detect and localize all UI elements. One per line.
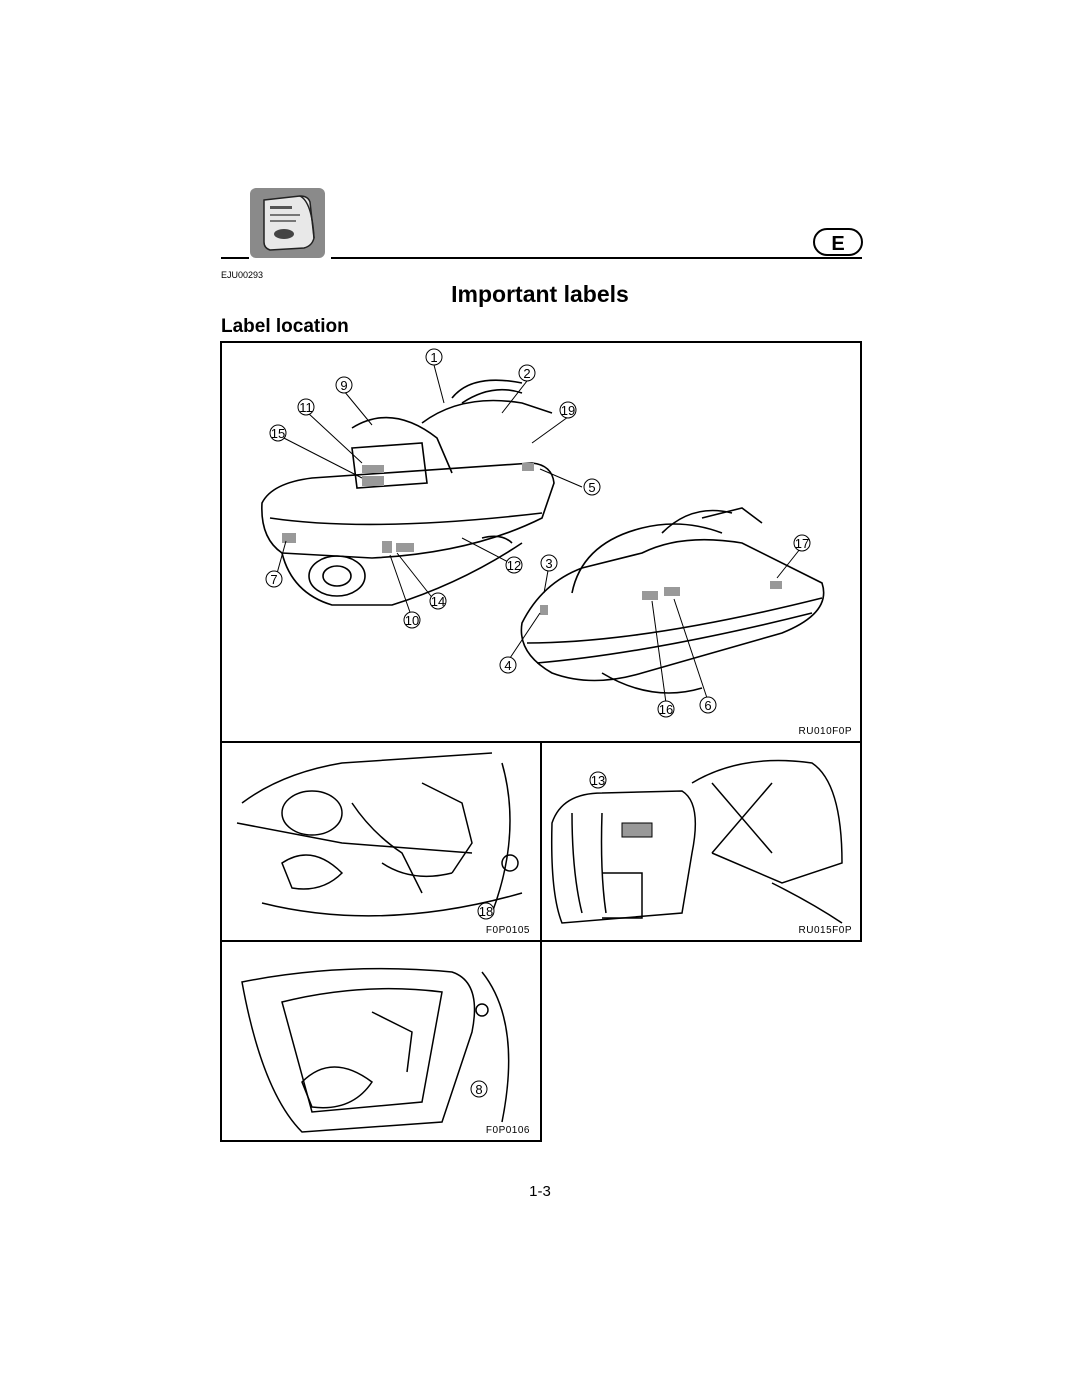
engine-compartment-illustration: 18 — [236, 752, 523, 920]
callout-1: 1 — [425, 348, 443, 366]
section-subtitle: Label location — [221, 316, 349, 337]
callout-2: 2 — [518, 364, 536, 382]
figure-seat-panel: 8 F0P0106 — [220, 940, 542, 1142]
svg-text:15: 15 — [271, 426, 285, 441]
page-title: Important labels — [451, 281, 629, 307]
svg-text:14: 14 — [431, 594, 445, 609]
svg-text:17: 17 — [795, 536, 809, 551]
svg-text:2: 2 — [523, 366, 530, 381]
callout-14: 14 — [429, 592, 447, 610]
figure-engine-panel: 18 F0P0105 — [220, 741, 542, 942]
callout-18: 18 — [477, 902, 495, 920]
callout-4: 4 — [499, 656, 517, 674]
callout-11: 11 — [297, 398, 315, 416]
callout-17: 17 — [793, 534, 811, 552]
callout-7: 7 — [265, 570, 283, 588]
figure-storage-panel: 13 RU015F0P — [540, 741, 862, 942]
figure-code-main: RU010F0P — [798, 726, 852, 737]
svg-text:12: 12 — [507, 558, 521, 573]
svg-text:3: 3 — [545, 556, 552, 571]
language-badge: E — [813, 228, 863, 256]
svg-text:1: 1 — [430, 350, 437, 365]
svg-text:13: 13 — [591, 773, 605, 788]
callout-15: 15 — [269, 424, 287, 442]
svg-text:7: 7 — [270, 572, 277, 587]
svg-text:10: 10 — [405, 613, 419, 628]
figure-code-seat: F0P0106 — [485, 1125, 530, 1136]
manual-book-icon — [250, 188, 325, 258]
svg-text:18: 18 — [479, 904, 493, 919]
callout-16: 16 — [657, 700, 675, 718]
svg-text:11: 11 — [299, 400, 313, 415]
header-rule-left — [221, 257, 249, 259]
svg-text:8: 8 — [475, 1082, 482, 1097]
callout-19: 19 — [559, 401, 577, 419]
callout-13: 13 — [589, 771, 607, 789]
callout-8: 8 — [470, 1080, 488, 1098]
figure-main-panel: 1 2 9 19 11 15 5 17 12 3 7 14 10 4 16 6 … — [220, 341, 862, 743]
callout-9: 9 — [335, 376, 353, 394]
svg-text:5: 5 — [588, 480, 595, 495]
page-number: 1-3 — [529, 1183, 551, 1200]
jet-ski-exterior-illustration: 1 2 9 19 11 15 5 17 12 3 7 14 10 4 16 6 — [261, 348, 825, 718]
figure-code-storage: RU015F0P — [798, 925, 852, 936]
header-rule-right — [331, 257, 862, 259]
storage-label-plate — [621, 822, 653, 838]
callout-10: 10 — [403, 611, 421, 629]
svg-text:4: 4 — [504, 658, 511, 673]
callout-12: 12 — [505, 556, 523, 574]
svg-text:9: 9 — [340, 378, 347, 393]
svg-text:16: 16 — [659, 702, 673, 717]
under-seat-illustration: 8 — [241, 967, 510, 1133]
storage-compartment-illustration: 13 — [550, 759, 843, 924]
section-code: EJU00293 — [221, 270, 264, 280]
callout-3: 3 — [540, 554, 558, 572]
svg-text:6: 6 — [704, 698, 711, 713]
callout-5: 5 — [583, 478, 601, 496]
svg-text:19: 19 — [561, 403, 575, 418]
figure-code-engine: F0P0105 — [485, 925, 530, 936]
callout-6: 6 — [699, 696, 717, 714]
